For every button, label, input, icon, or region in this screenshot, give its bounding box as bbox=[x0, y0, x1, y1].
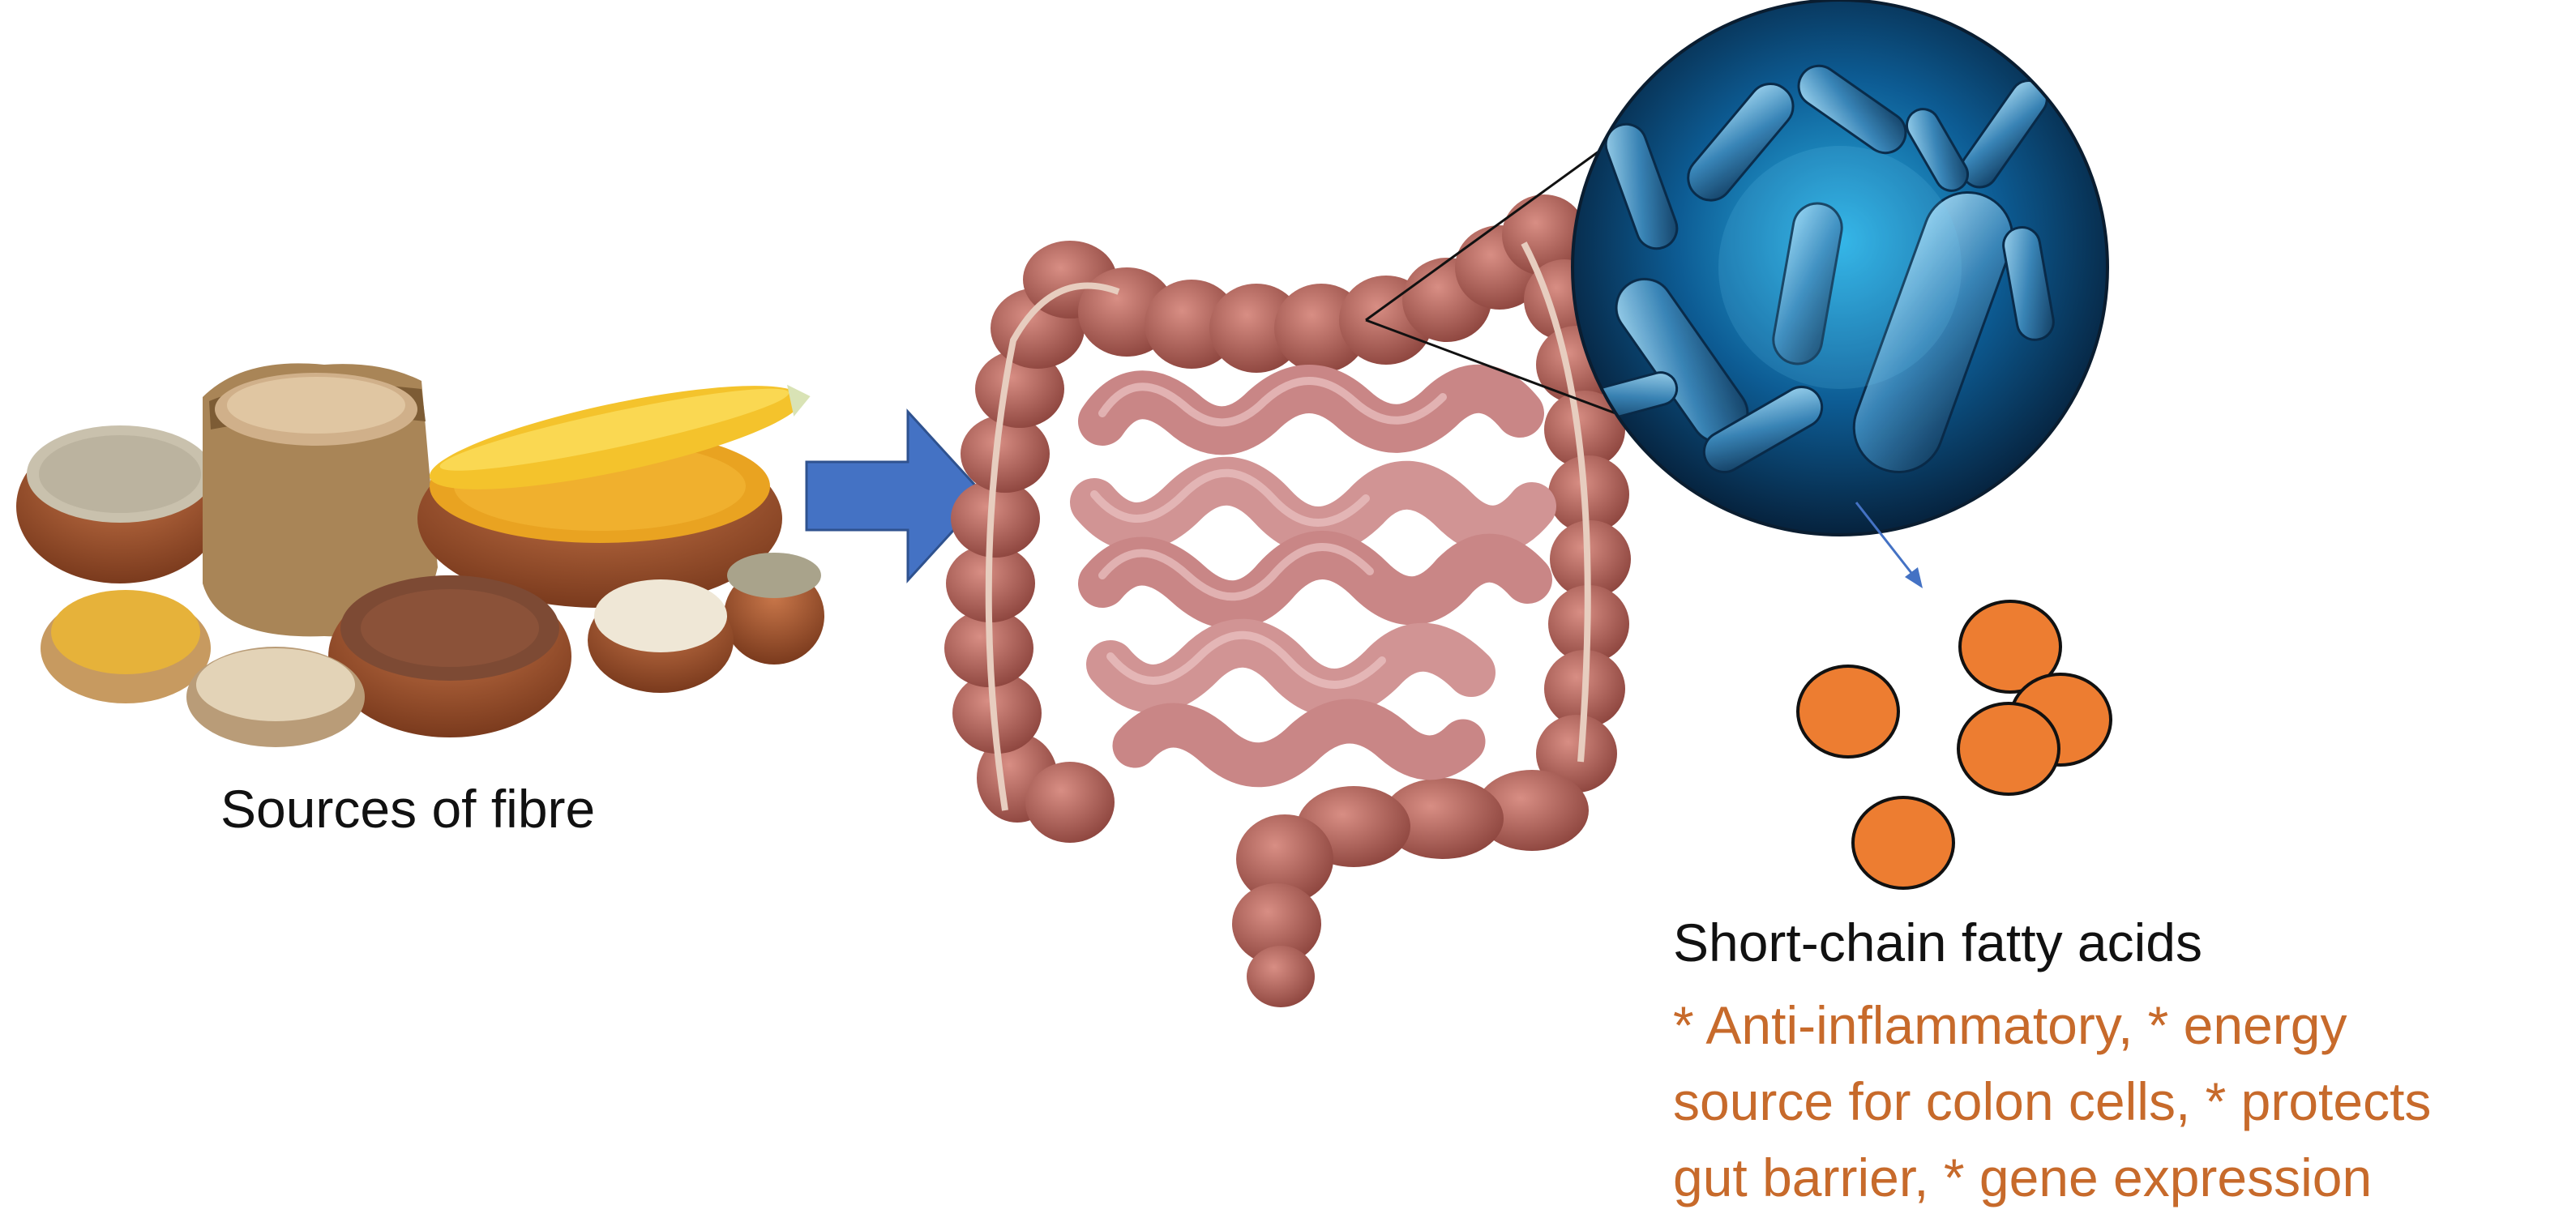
fibre-sources-label: Sources of fibre bbox=[220, 778, 595, 840]
scfa-title: Short-chain fatty acids bbox=[1673, 912, 2202, 973]
scfa-circle bbox=[1798, 666, 1898, 757]
scfa-benefit-line: * Anti-inflammatory, * energy bbox=[1673, 987, 2565, 1063]
scfa-benefit-line: gut barrier, * gene expression bbox=[1673, 1139, 2565, 1216]
scfa-benefit-line: source for colon cells, * protects bbox=[1673, 1063, 2565, 1139]
scfa-circle bbox=[1853, 797, 1953, 888]
fibre-sources-image bbox=[16, 363, 824, 747]
bacteria-image bbox=[1573, 0, 2107, 535]
scfa-circle bbox=[1958, 703, 2059, 794]
scfa-molecules bbox=[1798, 601, 2111, 888]
scfa-benefits: * Anti-inflammatory, * energy source for… bbox=[1673, 987, 2565, 1216]
intestine-image bbox=[944, 194, 1631, 1007]
flow-arrow bbox=[807, 412, 985, 580]
